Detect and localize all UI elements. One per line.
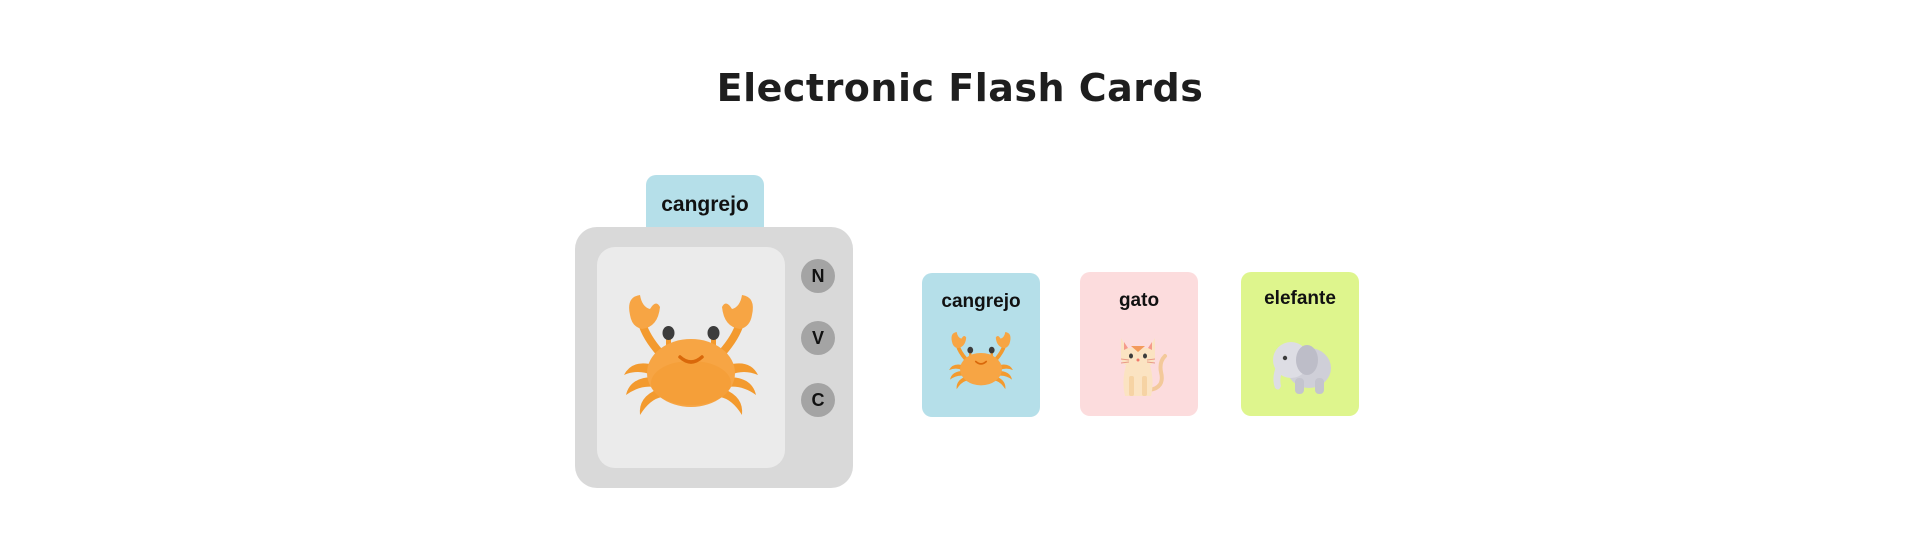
flash-card-device: N V C: [575, 227, 853, 488]
flash-card-cangrejo[interactable]: cangrejo: [922, 273, 1040, 417]
cat-icon: [1120, 338, 1167, 396]
noun-button[interactable]: N: [801, 259, 835, 293]
crab-icon: [949, 331, 1013, 390]
flash-card-elefante[interactable]: elefante: [1241, 272, 1359, 416]
card-label: elefante: [1264, 288, 1336, 309]
elephant-icon: [1273, 342, 1331, 394]
device-word-tab: cangrejo: [646, 175, 764, 231]
card-button[interactable]: C: [801, 383, 835, 417]
page-title: Electronic Flash Cards: [716, 66, 1204, 110]
crab-icon: [624, 294, 758, 415]
device-screen: [597, 247, 785, 468]
device-current-word: cangrejo: [661, 193, 749, 216]
card-label: gato: [1118, 290, 1160, 311]
card-label: cangrejo: [941, 291, 1021, 312]
flash-card-gato[interactable]: gato: [1080, 272, 1198, 416]
verb-button[interactable]: V: [801, 321, 835, 355]
